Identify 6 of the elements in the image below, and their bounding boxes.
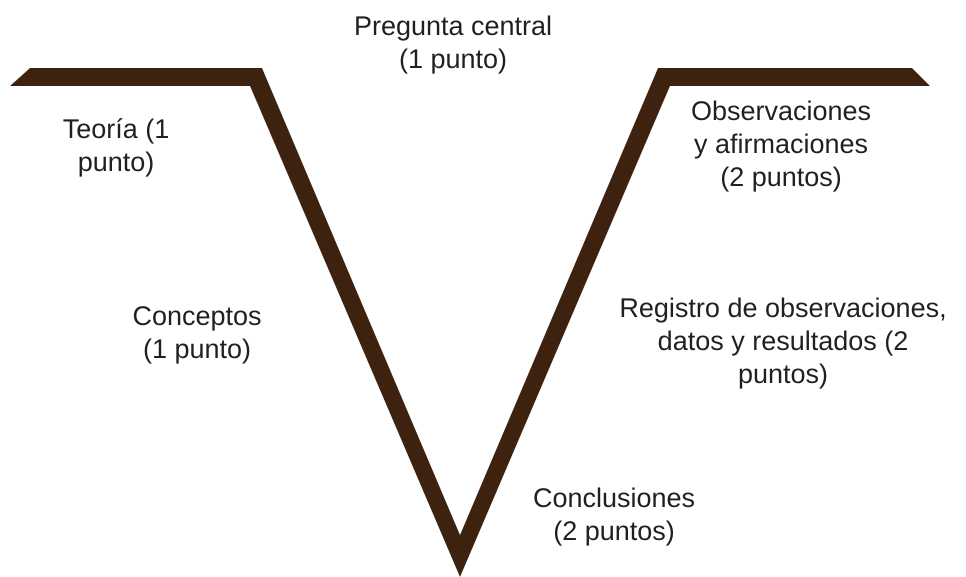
section-label: Conceptos (1 punto) [131, 300, 263, 366]
section-label: Teoría (1 punto) [62, 113, 170, 179]
section-label: Registro de observaciones, datos y resultados (2 puntos) [618, 292, 948, 391]
section-label: Observaciones y afirmaciones (2 puntos) [690, 95, 872, 194]
section-label: Pregunta central (1 punto) [352, 10, 554, 76]
section-label: Conclusiones (2 puntos) [532, 482, 696, 548]
